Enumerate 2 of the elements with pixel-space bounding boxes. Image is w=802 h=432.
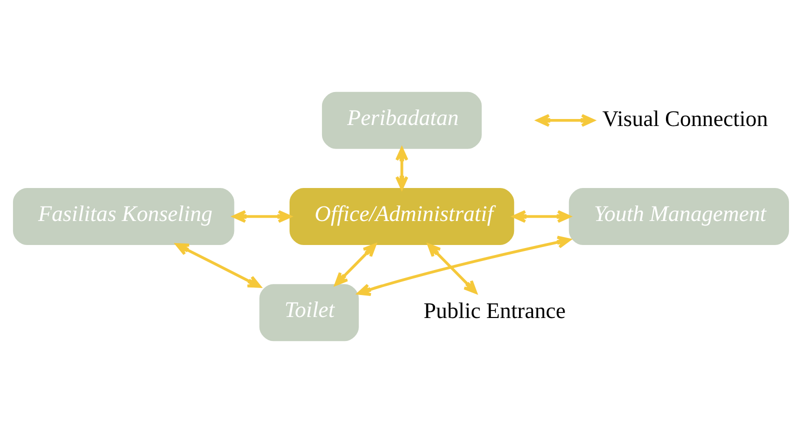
legend-label: Visual Connection <box>602 105 768 130</box>
node-text: Public Entrance <box>424 298 566 323</box>
